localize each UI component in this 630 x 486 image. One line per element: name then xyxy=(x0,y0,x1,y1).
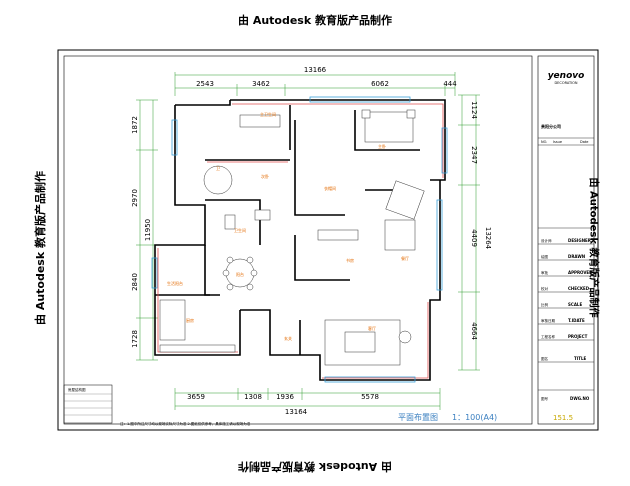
tb-label-cn-6: 工程名称 xyxy=(541,334,555,339)
tb-label-cn-8: 图号 xyxy=(541,396,549,401)
tb-label-cn-3: 校对 xyxy=(541,286,549,291)
tb-field-date: Date xyxy=(580,140,588,144)
tb-label-en-0: DESIGNER xyxy=(568,238,591,243)
dim-bottom-4: 5578 xyxy=(361,393,379,401)
legend-rows xyxy=(64,393,112,416)
tb-field-issue: Issue xyxy=(553,140,562,144)
walls xyxy=(154,99,446,381)
room-label-balcony: 阳台 xyxy=(236,271,244,277)
furniture xyxy=(159,109,425,366)
tb-label-en-8: DWG.NO xyxy=(570,396,590,401)
watermark-top: 由 Autodesk 教育版产品制作 xyxy=(237,14,392,27)
room-label-bath: 卫 xyxy=(216,166,220,171)
room-label-living: 客厅 xyxy=(368,325,376,331)
dim-left-4: 1728 xyxy=(131,330,139,348)
drawing-notes: 注：1.图中所注尺寸均以现场实际尺寸为准 2.图纸仅供参考，具体施工请以现场为准 xyxy=(120,421,251,426)
tb-label-en-5: T.IDATE xyxy=(568,318,585,323)
dim-right-1: 1124 xyxy=(470,101,478,119)
room-label-utility-balcony: 生活阳台 xyxy=(167,280,183,286)
tb-label-en-7: TITLE xyxy=(574,356,586,361)
windows xyxy=(151,96,448,383)
room-label-kitchen: 厨房 xyxy=(186,317,194,323)
room-label-bathroom: 卫生间 xyxy=(234,227,246,233)
tb-label-en-1: DRAWN xyxy=(568,254,585,259)
dim-left-2: 2970 xyxy=(131,189,139,207)
legend-title: 房屋结构图 xyxy=(68,387,86,392)
room-label-closet: 衣帽间 xyxy=(324,185,336,191)
dim-right-2: 2347 xyxy=(470,146,478,164)
branch-name: 贵阳分公司 xyxy=(541,123,561,129)
tb-label-en-3: CHECKED xyxy=(568,286,590,291)
dim-bottom-2: 1308 xyxy=(244,393,262,401)
company-logo-text: yenovo xyxy=(548,71,585,81)
dim-top-2: 3462 xyxy=(252,80,270,88)
drawing-scale: 1：100(A4) xyxy=(452,413,497,422)
dim-top-1: 2543 xyxy=(196,80,214,88)
dim-bottom-overall: 13164 xyxy=(285,408,308,416)
tb-label-en-2: APPROVED xyxy=(568,270,593,275)
tb-label-cn-2: 审批 xyxy=(541,270,549,275)
dim-top-overall: 13166 xyxy=(304,66,327,74)
room-label-study: 书房 xyxy=(346,257,354,263)
room-label-master-bath: 主卫生间 xyxy=(260,111,276,117)
dim-bottom-1: 3659 xyxy=(187,393,205,401)
dim-top-4: 444 xyxy=(443,80,457,88)
room-label-entrance: 玄关 xyxy=(284,335,292,341)
tb-label-cn-4: 比例 xyxy=(541,302,549,307)
legend-box xyxy=(63,384,113,424)
room-label-master-bedroom: 主卧 xyxy=(378,143,386,149)
drawing-frame xyxy=(63,55,533,425)
dim-right-3: 4409 xyxy=(470,229,478,247)
tb-label-cn-5: 审核日期 xyxy=(541,318,555,323)
tb-field-no: NO. xyxy=(541,140,547,144)
sheet-border-outer xyxy=(57,49,599,431)
tb-label-en-4: SCALE xyxy=(568,302,582,307)
tb-label-en-6: PROJECT xyxy=(568,334,588,339)
dim-left-3: 2840 xyxy=(131,273,139,291)
room-label-dining: 餐厅 xyxy=(401,255,409,261)
room-label-second-bedroom: 次卧 xyxy=(261,173,269,179)
tb-label-cn-1: 绘图 xyxy=(541,254,549,259)
drawing-title: 平面布置图 xyxy=(398,412,438,422)
tb-label-cn-0: 设计师 xyxy=(541,238,552,243)
drawing-number: 151.5 xyxy=(553,414,573,422)
dim-right-4: 4664 xyxy=(470,322,478,340)
dim-left-overall: 11950 xyxy=(144,219,152,241)
dim-top-3: 6062 xyxy=(371,80,389,88)
title-block-frame xyxy=(537,55,595,425)
dim-left-1: 1872 xyxy=(131,116,139,134)
tb-label-cn-7: 图名 xyxy=(541,356,548,361)
title-block-grid xyxy=(538,137,594,391)
dim-right-overall: 13264 xyxy=(484,227,492,250)
dimension-lines xyxy=(136,72,480,410)
company-logo-sub: DECORATION xyxy=(554,81,577,85)
dim-bottom-3: 1936 xyxy=(276,393,294,401)
